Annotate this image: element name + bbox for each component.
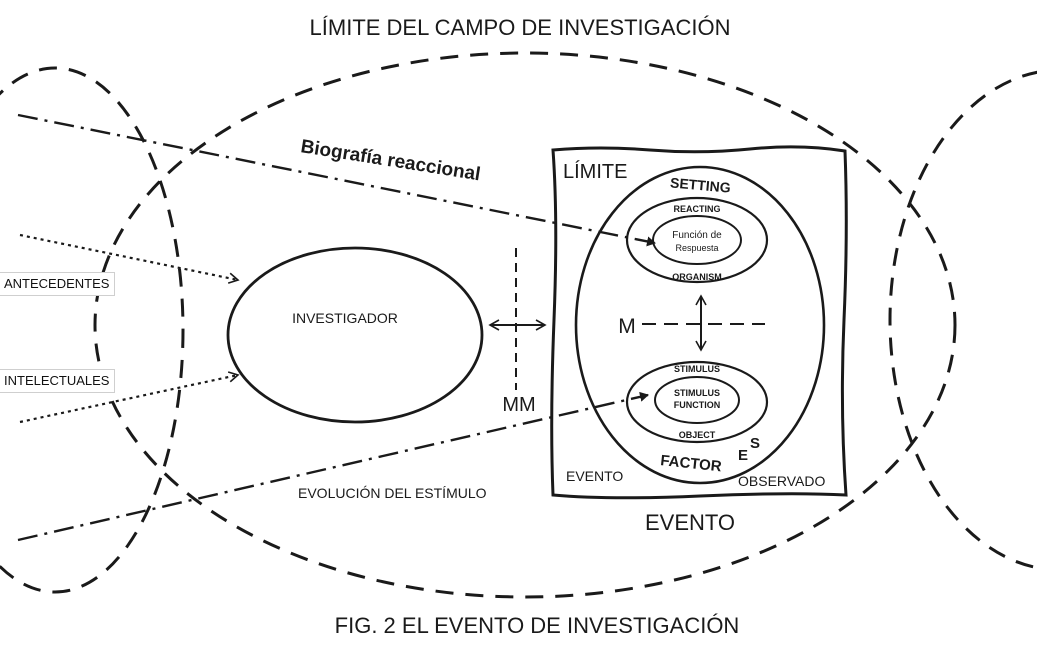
factors-label-e: E: [738, 447, 748, 464]
response-function-ellipse: [652, 215, 742, 265]
reactional-biography-line: [17, 113, 656, 247]
stimulus-label: STIMULUS: [674, 364, 720, 374]
stimulus-evolution-line: [17, 391, 649, 542]
observed-event-box: [550, 145, 848, 500]
m-label: M: [618, 315, 636, 338]
setting-oval: [574, 165, 826, 485]
figure-caption: FIG. 2 EL EVENTO DE INVESTIGACIÓN: [335, 613, 740, 638]
object-ellipse: [625, 360, 769, 444]
intelectuales-label: INTELECTUALES: [0, 369, 116, 393]
response-function-line2: Respuesta: [675, 243, 718, 253]
right-neighbor-boundary: [888, 70, 1037, 570]
event-small-label: EVENTO: [566, 468, 623, 484]
mm-label: MM: [502, 394, 535, 416]
intelectuales-dotted-arrow: [19, 371, 240, 424]
object-label: OBJECT: [679, 430, 716, 440]
response-function-line1: Función de: [672, 230, 722, 241]
antecedentes-label: ANTECEDENTES: [0, 272, 116, 296]
stimulus-function-line1: STIMULUS: [674, 388, 720, 398]
field-boundary-ellipse: [93, 51, 957, 599]
investigator-label: INVESTIGADOR: [292, 310, 398, 326]
investigator-ellipse: [226, 246, 484, 424]
stimulus-function-line2: FUNCTION: [674, 400, 721, 410]
antecedentes-dotted-arrow: [19, 233, 240, 284]
stimulus-function-ellipse: [654, 376, 740, 424]
setting-label: SETTING: [670, 174, 732, 195]
limit-label: LÍMITE: [563, 160, 627, 183]
observed-label: OBSERVADO: [738, 473, 826, 489]
organism-ellipse: [625, 196, 769, 284]
left-neighbor-boundary: [0, 66, 185, 594]
factors-label: FACTOR: [660, 452, 723, 475]
stimulus-evolution-label: EVOLUCIÓN DEL ESTÍMULO: [298, 485, 487, 501]
event-big-label: EVENTO: [645, 510, 735, 535]
organism-label: ORGANISM: [672, 272, 722, 282]
field-limit-title: LÍMITE DEL CAMPO DE INVESTIGACIÓN: [310, 15, 731, 40]
factors-label-s: S: [750, 435, 760, 452]
reacting-label: REACTING: [674, 204, 721, 214]
